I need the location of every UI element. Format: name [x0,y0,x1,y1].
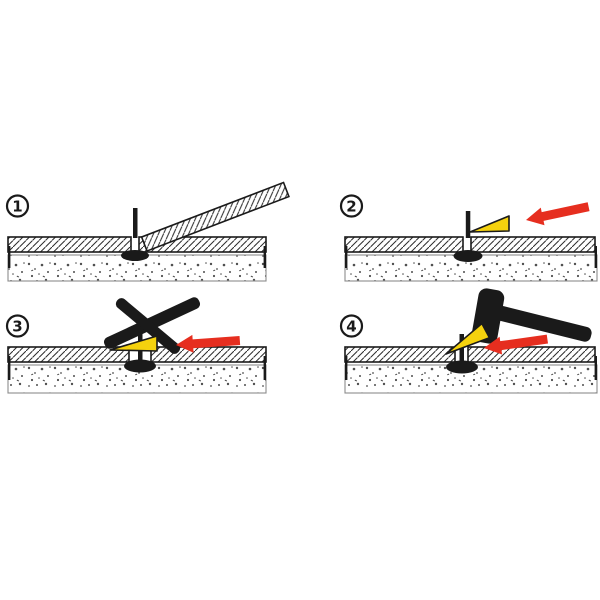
pliers-tool [103,297,201,354]
tile-left [7,236,132,253]
clip-post [459,334,464,364]
panel-1: 1 [5,181,290,282]
panel-4: 4 [339,288,598,394]
clip-base [446,360,478,374]
arrow-left-icon [484,334,549,355]
clip-post [465,211,471,238]
leveling-wedge [469,215,510,233]
clip-post [133,208,138,238]
tile-right [467,346,596,363]
step-badge-circle [5,194,30,218]
tile-left [344,236,464,253]
step-number: 3 [12,317,22,335]
panel-3: 3 [5,297,267,394]
panel-2: 2 [339,194,598,282]
pliers-jaw-bar [115,298,181,354]
tile-left [344,346,456,363]
step-badge-circle [5,314,30,338]
arrow-left-icon [176,334,241,353]
tile-right [470,236,596,253]
clip-base [121,250,149,261]
clip-base [124,359,156,373]
tile-being-placed [140,181,290,253]
clip-base [453,250,483,262]
step-number: 2 [346,197,356,215]
leveling-wedge [109,335,158,352]
leveling-wedge [445,322,491,355]
hammer-handle [495,305,592,342]
arrow-left-icon [526,202,590,226]
tile-left [7,346,130,363]
step-badge-circle [339,194,364,218]
step-badge-circle [339,314,364,338]
step-number: 4 [346,317,356,335]
step-number: 1 [12,197,22,215]
